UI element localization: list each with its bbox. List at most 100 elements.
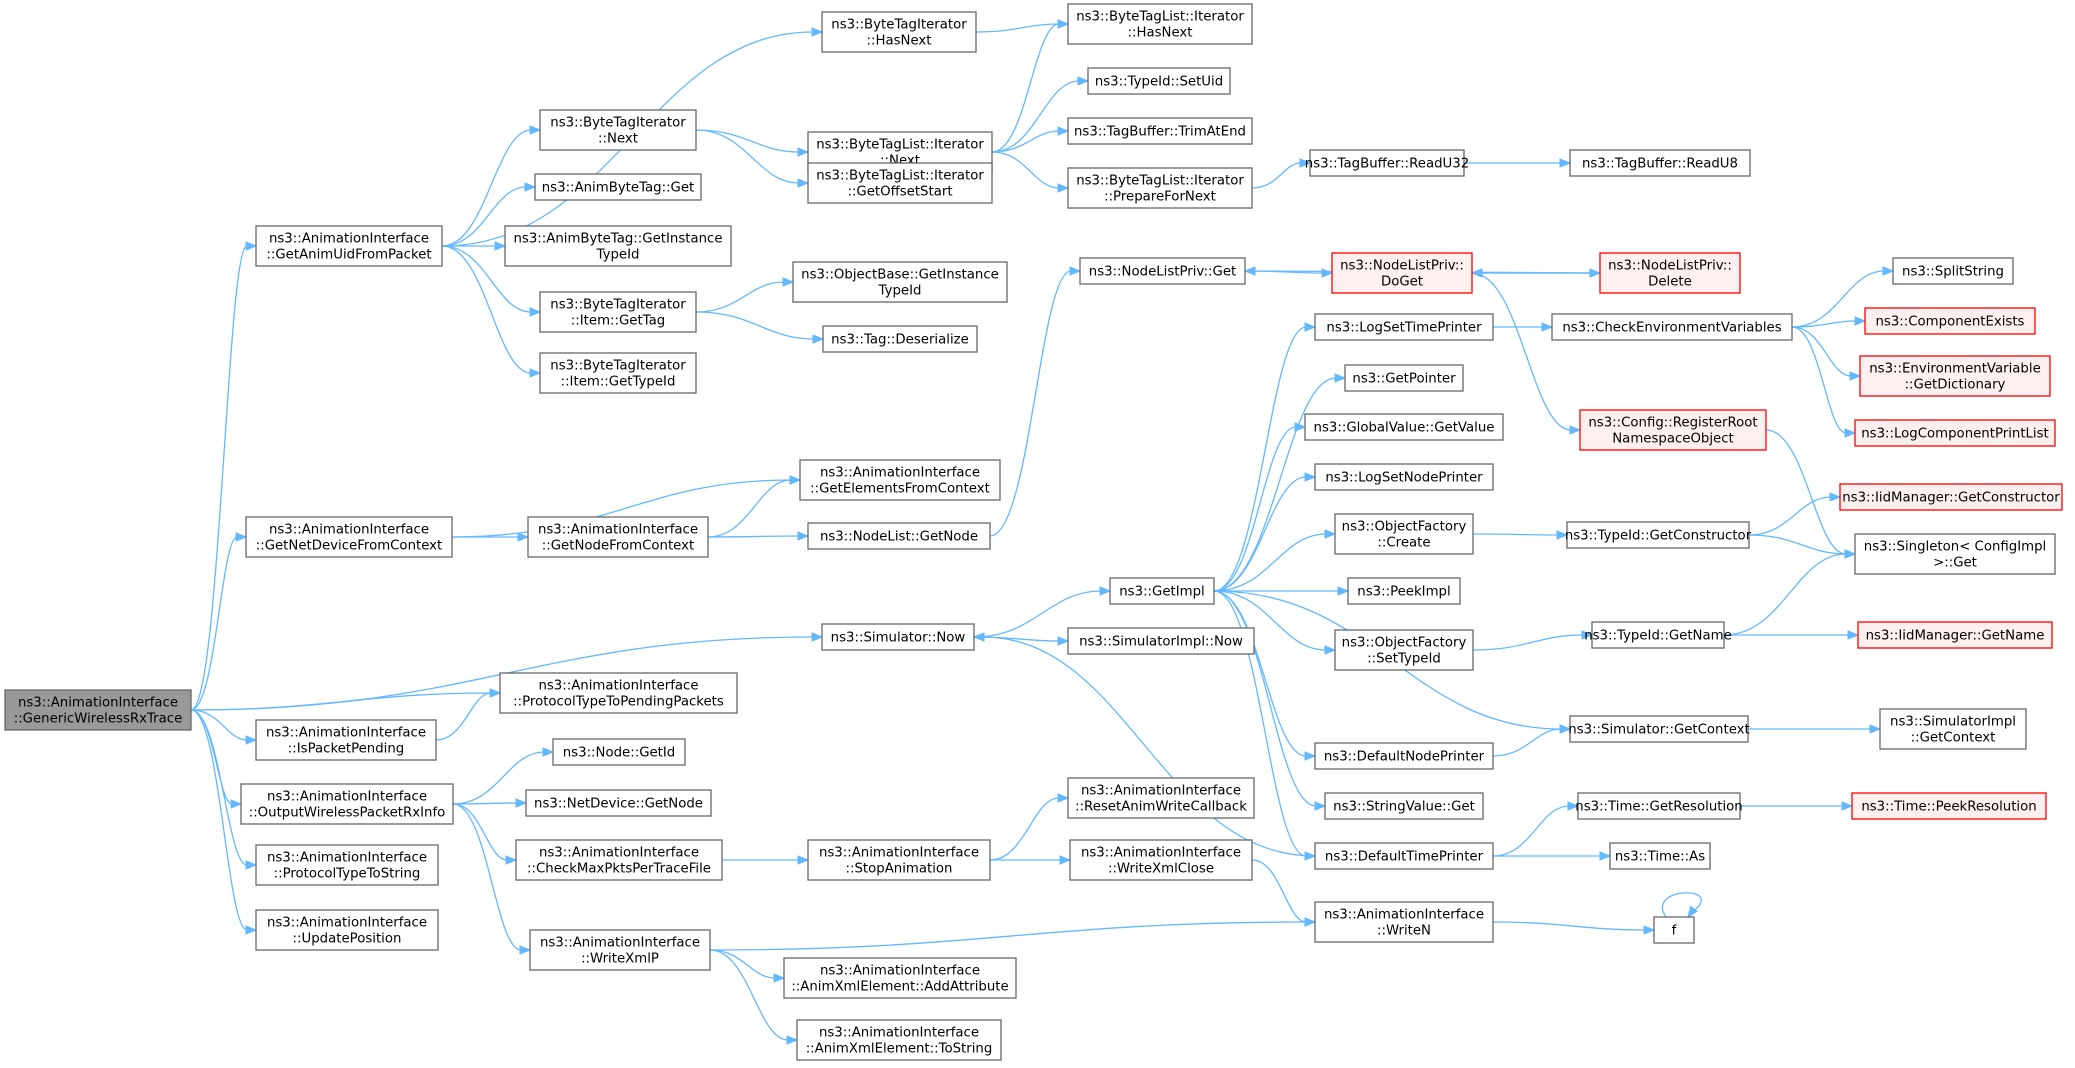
node-btlIterHasNext[interactable]: ns3::ByteTagList::Iterator::HasNext xyxy=(1067,3,1253,45)
node-typeIdGetCtor[interactable]: ns3::TypeId::GetConstructor xyxy=(1565,521,1752,549)
node-box xyxy=(1314,901,1494,943)
node-btiItemGetTypeId[interactable]: ns3::ByteTagIterator::Item::GetTypeId xyxy=(539,352,697,394)
node-defNodePrinter[interactable]: ns3::DefaultNodePrinter xyxy=(1314,742,1494,770)
node-root[interactable]: ns3::AnimationInterface::GenericWireless… xyxy=(4,689,192,731)
node-nodeGetId[interactable]: ns3::Node::GetId xyxy=(552,738,686,766)
node-label: ns3::ByteTagList::Iterator xyxy=(1076,10,1244,25)
node-label: ns3::SplitString xyxy=(1902,265,2004,280)
node-addAttr[interactable]: ns3::AnimationInterface::AnimXmlElement:… xyxy=(783,957,1017,999)
node-abtGet[interactable]: ns3::AnimByteTag::Get xyxy=(534,173,702,201)
node-compExists[interactable]: ns3::ComponentExists xyxy=(1864,307,2036,335)
node-isPending[interactable]: ns3::AnimationInterface::IsPacketPending xyxy=(255,719,437,761)
node-label: ::GetOffsetStart xyxy=(847,185,952,200)
node-strValGet[interactable]: ns3::StringValue::Get xyxy=(1324,792,1484,820)
node-simImplNow[interactable]: ns3::SimulatorImpl::Now xyxy=(1067,627,1255,655)
node-getNodeFromCtx[interactable]: ns3::AnimationInterface::GetNodeFromCont… xyxy=(527,516,709,558)
node-timeGetRes[interactable]: ns3::Time::GetResolution xyxy=(1575,792,1743,820)
node-getAnimUid[interactable]: ns3::AnimationInterface::GetAnimUidFromP… xyxy=(255,225,443,267)
node-tagBufReadU8[interactable]: ns3::TagBuffer::ReadU8 xyxy=(1569,149,1751,177)
node-nlpDoGet[interactable]: ns3::NodeListPriv::DoGet xyxy=(1331,252,1473,294)
node-box xyxy=(822,325,978,353)
node-timeAs[interactable]: ns3::Time::As xyxy=(1609,842,1711,870)
node-writeXmlP[interactable]: ns3::AnimationInterface::WriteXmlP xyxy=(529,929,711,971)
arrowhead-writeXmlP-to-toString xyxy=(786,1035,799,1045)
node-logCompPrint[interactable]: ns3::LogComponentPrintList xyxy=(1854,419,2056,447)
node-iidGetName[interactable]: ns3::IidManager::GetName xyxy=(1857,621,2053,649)
node-nlpDelete[interactable]: ns3::NodeListPriv::Delete xyxy=(1599,252,1741,294)
node-getPointer[interactable]: ns3::GetPointer xyxy=(1344,364,1464,392)
node-defTimePrinter[interactable]: ns3::DefaultTimePrinter xyxy=(1314,842,1494,870)
call-edge-getAnimUid-to-btiItemGetTypeId xyxy=(441,245,532,374)
call-edge-nlpDoGet-to-configReg xyxy=(1471,272,1572,431)
node-logSetNode[interactable]: ns3::LogSetNodePrinter xyxy=(1314,463,1494,491)
node-toString[interactable]: ns3::AnimationInterface::AnimXmlElement:… xyxy=(796,1019,1002,1061)
arrowhead-checkEnv-to-splitString xyxy=(1882,266,1895,276)
node-label: ns3::AnimationInterface xyxy=(820,964,980,979)
node-label: ns3::ByteTagList::Iterator xyxy=(1076,174,1244,189)
arrowhead-root-to-protoToString xyxy=(245,860,258,870)
node-objFactSetType[interactable]: ns3::ObjectFactory::SetTypeId xyxy=(1334,629,1474,671)
node-stopAnim[interactable]: ns3::AnimationInterface::StopAnimation xyxy=(807,839,991,881)
node-nodeListPrivGet[interactable]: ns3::NodeListPriv::Get xyxy=(1079,257,1246,285)
node-box xyxy=(255,844,439,886)
node-getImpl[interactable]: ns3::GetImpl xyxy=(1109,577,1215,605)
arrowhead-btiNext-to-btlIterGetOffset xyxy=(797,178,810,188)
node-btiHasNext[interactable]: ns3::ByteTagIterator::HasNext xyxy=(821,11,977,53)
node-netDevGetNode[interactable]: ns3::NetDevice::GetNode xyxy=(525,789,712,817)
node-simGetCtx[interactable]: ns3::Simulator::GetContext xyxy=(1568,715,1750,743)
node-splitString[interactable]: ns3::SplitString xyxy=(1892,257,2014,285)
node-objFactCreate[interactable]: ns3::ObjectFactory::Create xyxy=(1334,513,1474,555)
call-edge-getImpl-to-globalValGet xyxy=(1213,426,1297,592)
node-box xyxy=(1314,742,1494,770)
call-edge-writeXmlClose-to-writeN xyxy=(1251,859,1307,923)
node-tagBufReadU32[interactable]: ns3::TagBuffer::ReadU32 xyxy=(1305,149,1469,177)
node-tagDeser[interactable]: ns3::Tag::Deserialize xyxy=(822,325,978,353)
node-protoToString[interactable]: ns3::AnimationInterface::ProtocolTypeToS… xyxy=(255,844,439,886)
node-box xyxy=(1314,842,1494,870)
arrowhead-defTimePrinter-to-timeAs xyxy=(1599,851,1612,861)
node-fNode[interactable]: f xyxy=(1653,916,1695,944)
node-globalValGet[interactable]: ns3::GlobalValue::GetValue xyxy=(1304,413,1504,441)
node-peekImpl[interactable]: ns3::PeekImpl xyxy=(1347,577,1461,605)
node-writeN[interactable]: ns3::AnimationInterface::WriteN xyxy=(1314,901,1494,943)
node-box xyxy=(525,789,712,817)
node-box xyxy=(799,459,1001,501)
node-typeIdGetName[interactable]: ns3::TypeId::GetName xyxy=(1584,621,1732,649)
node-label: ns3::Tag::Deserialize xyxy=(831,333,969,348)
node-checkMax[interactable]: ns3::AnimationInterface::CheckMaxPktsPer… xyxy=(515,839,723,881)
node-nodeListGetNode[interactable]: ns3::NodeList::GetNode xyxy=(807,522,991,550)
node-checkEnv[interactable]: ns3::CheckEnvironmentVariables xyxy=(1551,313,1793,341)
node-label: ::AnimXmlElement::AddAttribute xyxy=(791,980,1008,995)
node-label: ::GetDictionary xyxy=(1905,378,2006,393)
node-label: ns3::SimulatorImpl xyxy=(1890,715,2016,730)
node-btiNext[interactable]: ns3::ByteTagIterator::Next xyxy=(539,109,697,151)
node-simImplGetCtx[interactable]: ns3::SimulatorImpl::GetContext xyxy=(1879,708,2027,750)
node-getNetDev[interactable]: ns3::AnimationInterface::GetNetDeviceFro… xyxy=(245,516,453,558)
node-btiItemGetTag[interactable]: ns3::ByteTagIterator::Item::GetTag xyxy=(539,291,697,333)
node-tagBufTrim[interactable]: ns3::TagBuffer::TrimAtEnd xyxy=(1067,117,1253,145)
call-edge-defTimePrinter-to-timeGetRes xyxy=(1492,805,1570,857)
node-typeIdSetUid[interactable]: ns3::TypeId::SetUid xyxy=(1087,67,1231,95)
node-envVarGetDict[interactable]: ns3::EnvironmentVariable::GetDictionary xyxy=(1859,355,2051,397)
node-timePeekRes[interactable]: ns3::Time::PeekResolution xyxy=(1851,792,2047,820)
node-updatePos[interactable]: ns3::AnimationInterface::UpdatePosition xyxy=(255,909,439,951)
node-box xyxy=(527,516,709,558)
call-edge-getNodeFromCtx-to-nodeListGetNode xyxy=(707,535,800,538)
node-singletonGet[interactable]: ns3::Singleton< ConfigImpl >::Get xyxy=(1854,533,2056,575)
node-logSetTime[interactable]: ns3::LogSetTimePrinter xyxy=(1314,313,1494,341)
node-label: ::Create xyxy=(1377,536,1430,551)
node-iidGetCtor[interactable]: ns3::IidManager::GetConstructor xyxy=(1839,483,2063,511)
node-resetAnimCb[interactable]: ns3::AnimationInterface::ResetAnimWriteC… xyxy=(1067,777,1255,819)
call-edge-writeN-to-fNode xyxy=(1492,921,1646,931)
node-protoToPending[interactable]: ns3::AnimationInterface::ProtocolTypeToP… xyxy=(499,672,738,714)
node-writeXmlClose[interactable]: ns3::AnimationInterface::WriteXmlClose xyxy=(1069,839,1253,881)
node-btlIterPrepare[interactable]: ns3::ByteTagList::Iterator::PrepareForNe… xyxy=(1067,167,1253,209)
call-edge-getImpl-to-logSetTime xyxy=(1213,326,1307,592)
node-outRx[interactable]: ns3::AnimationInterface::OutputWirelessP… xyxy=(240,783,454,825)
node-getElemFromCtx[interactable]: ns3::AnimationInterface::GetElementsFrom… xyxy=(799,459,1001,501)
node-btlIterGetOffset[interactable]: ns3::ByteTagList::Iterator::GetOffsetSta… xyxy=(807,162,993,204)
node-simNow[interactable]: ns3::Simulator::Now xyxy=(821,623,975,651)
